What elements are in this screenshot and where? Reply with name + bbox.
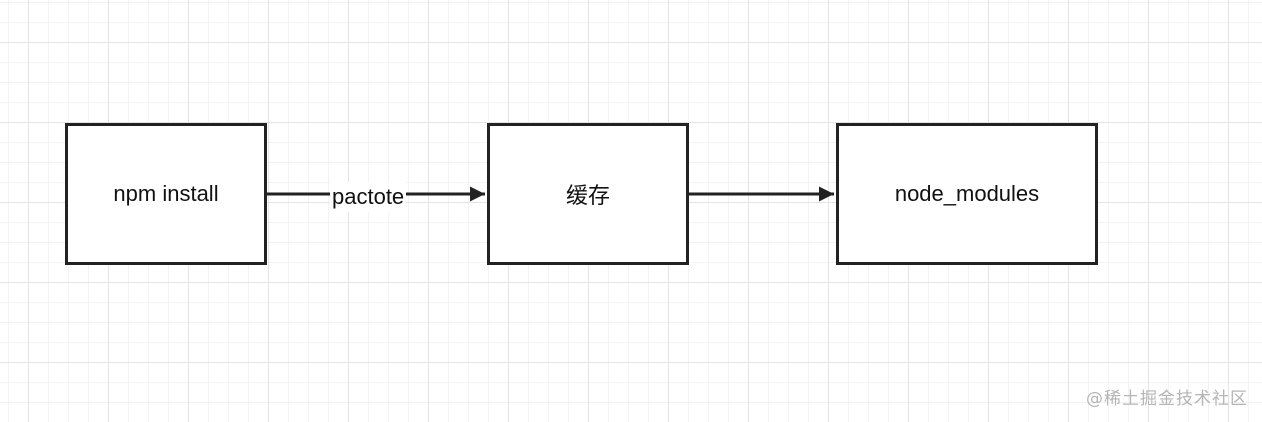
node-node-modules: node_modules [836,123,1098,265]
node-node-modules-label: node_modules [894,181,1040,206]
node-npm-install: npm install [65,123,267,265]
node-npm-install-label: npm install [113,181,219,206]
node-cache: 缓存 [487,123,689,265]
watermark-text: @稀土掘金技术社区 [1086,389,1248,409]
edge-label-pactote: pactote [330,182,407,212]
node-cache-label: 缓存 [565,184,610,209]
